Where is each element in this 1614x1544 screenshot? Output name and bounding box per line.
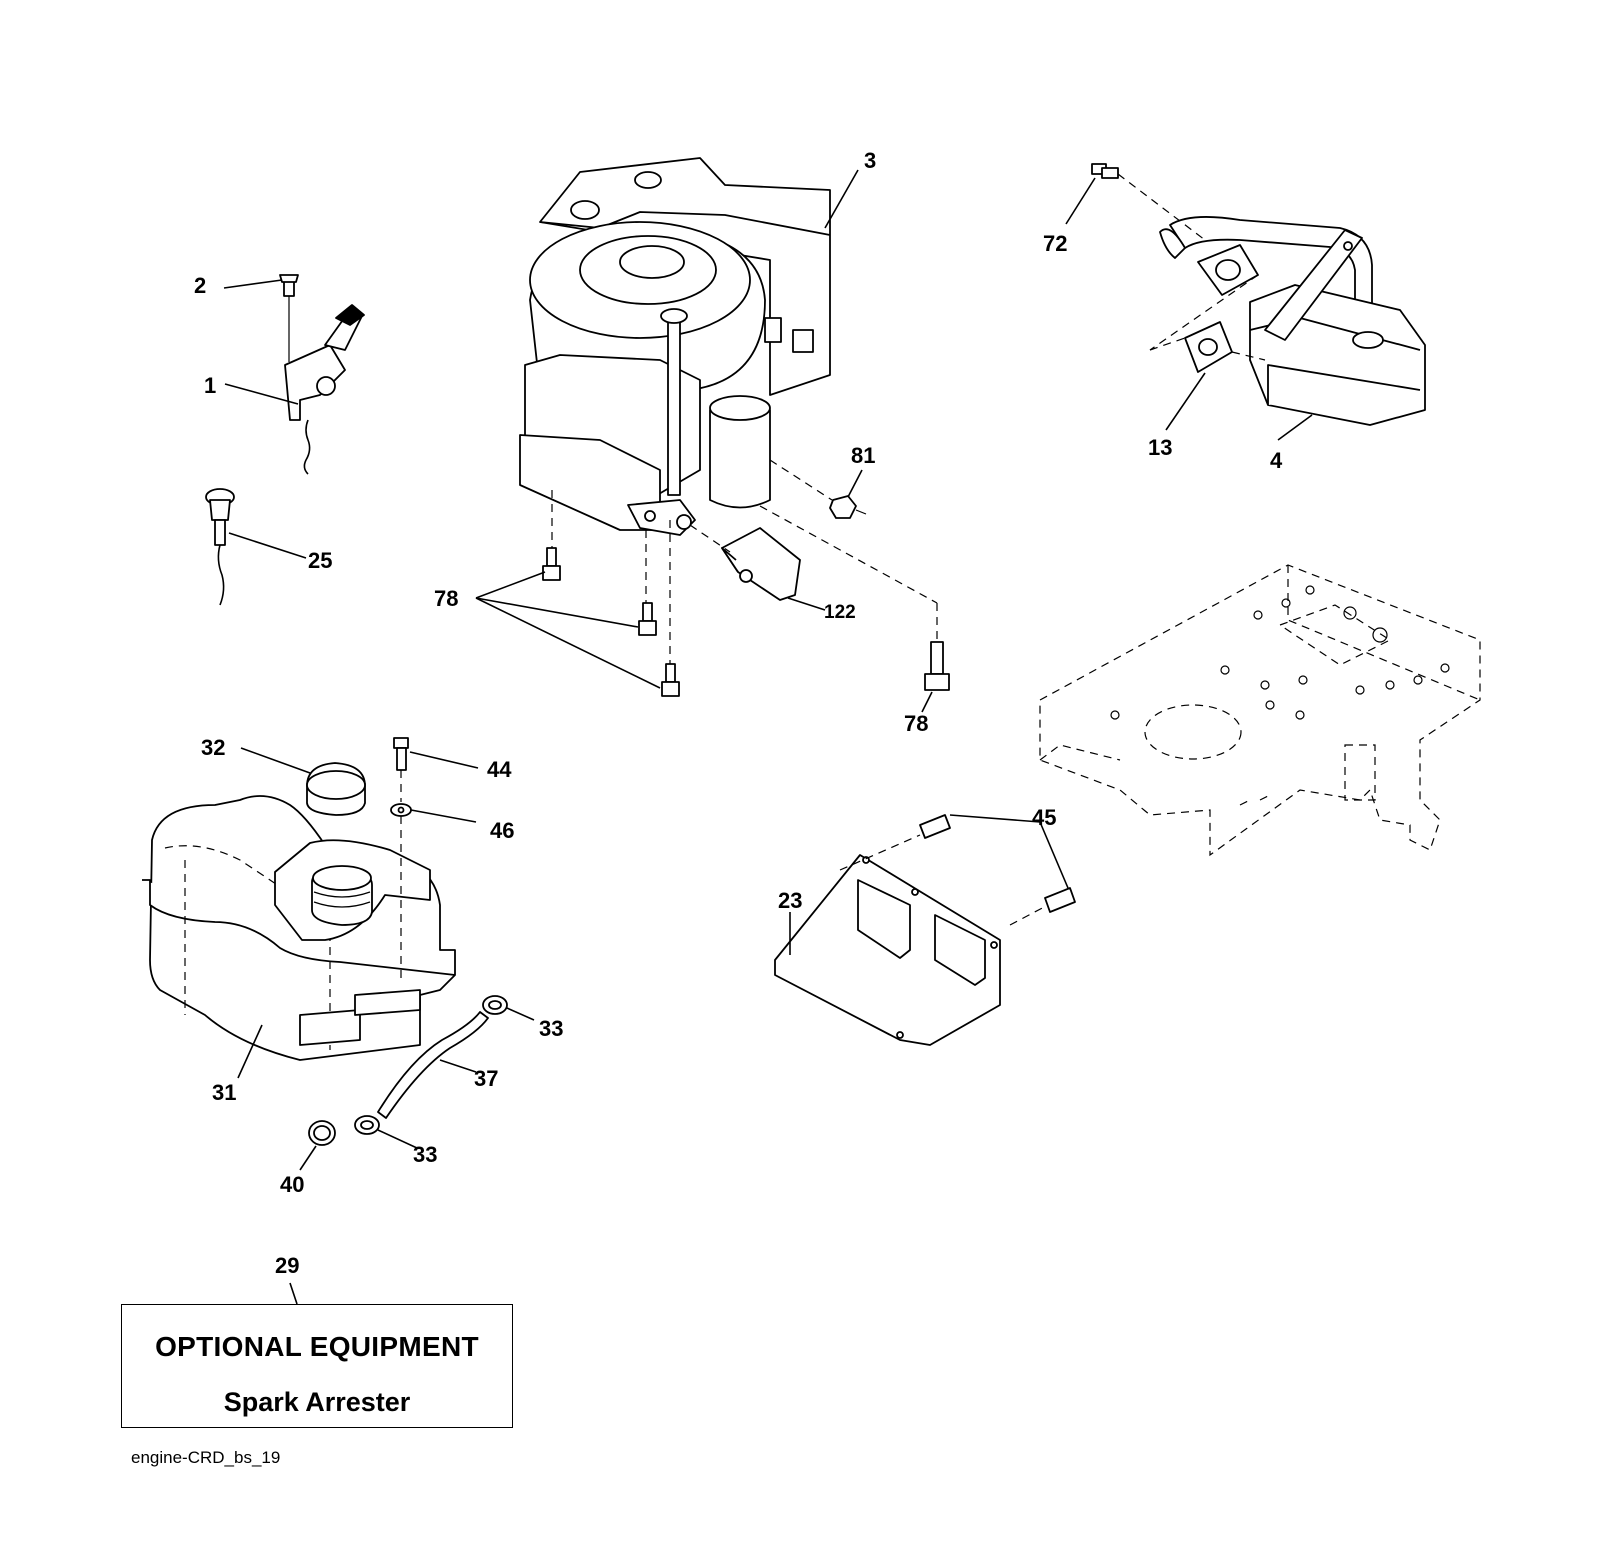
tank-screw-washer-part [390,737,479,980]
muffler-part [1065,163,1426,441]
callout-29: 29 [275,1253,299,1278]
engine-part [519,157,859,536]
engine-mounting-bolts [475,459,950,713]
optional-equipment-title: OPTIONAL EQUIPMENT [155,1331,479,1362]
callout-81: 81 [851,443,875,468]
callout-33-upper: 33 [539,1016,563,1041]
callout-122: 122 [824,602,856,623]
callout-46: 46 [490,818,514,843]
callout-40: 40 [280,1172,304,1197]
callout-3: 3 [864,148,876,173]
choke-cable-part [205,488,307,606]
callout-31: 31 [212,1080,236,1105]
frame-holes [1110,585,1450,720]
optional-equipment-box: OPTIONAL EQUIPMENT Spark Arrester [121,1304,513,1428]
callout-33-lower: 33 [413,1142,437,1167]
tractor-frame-part [1039,564,1481,857]
callout-4: 4 [1270,448,1283,473]
callout-78-right: 78 [904,711,928,736]
optional-equipment-subtitle: Spark Arrester [223,1387,411,1417]
callout-72: 72 [1043,231,1067,256]
callout-25: 25 [308,548,332,573]
fuel-line-part [299,995,535,1171]
leader-29 [289,1282,298,1305]
heat-shield-part [774,814,1076,1046]
callout-1: 1 [204,373,216,398]
drawing-id-label: engine-CRD_bs_19 [131,1448,281,1467]
callout-78-left: 78 [434,586,458,611]
callout-45: 45 [1032,805,1056,830]
callout-23: 23 [778,888,802,913]
callout-2: 2 [194,273,206,298]
callout-32: 32 [201,735,225,760]
callout-37: 37 [474,1066,498,1091]
callout-44: 44 [487,757,512,782]
part-callouts: 3 2 1 25 72 13 4 81 78 122 78 32 44 46 4… [194,148,1283,1278]
throttle-control-part [223,274,365,475]
fuel-tank-part [142,747,456,1079]
callout-13: 13 [1148,435,1172,460]
